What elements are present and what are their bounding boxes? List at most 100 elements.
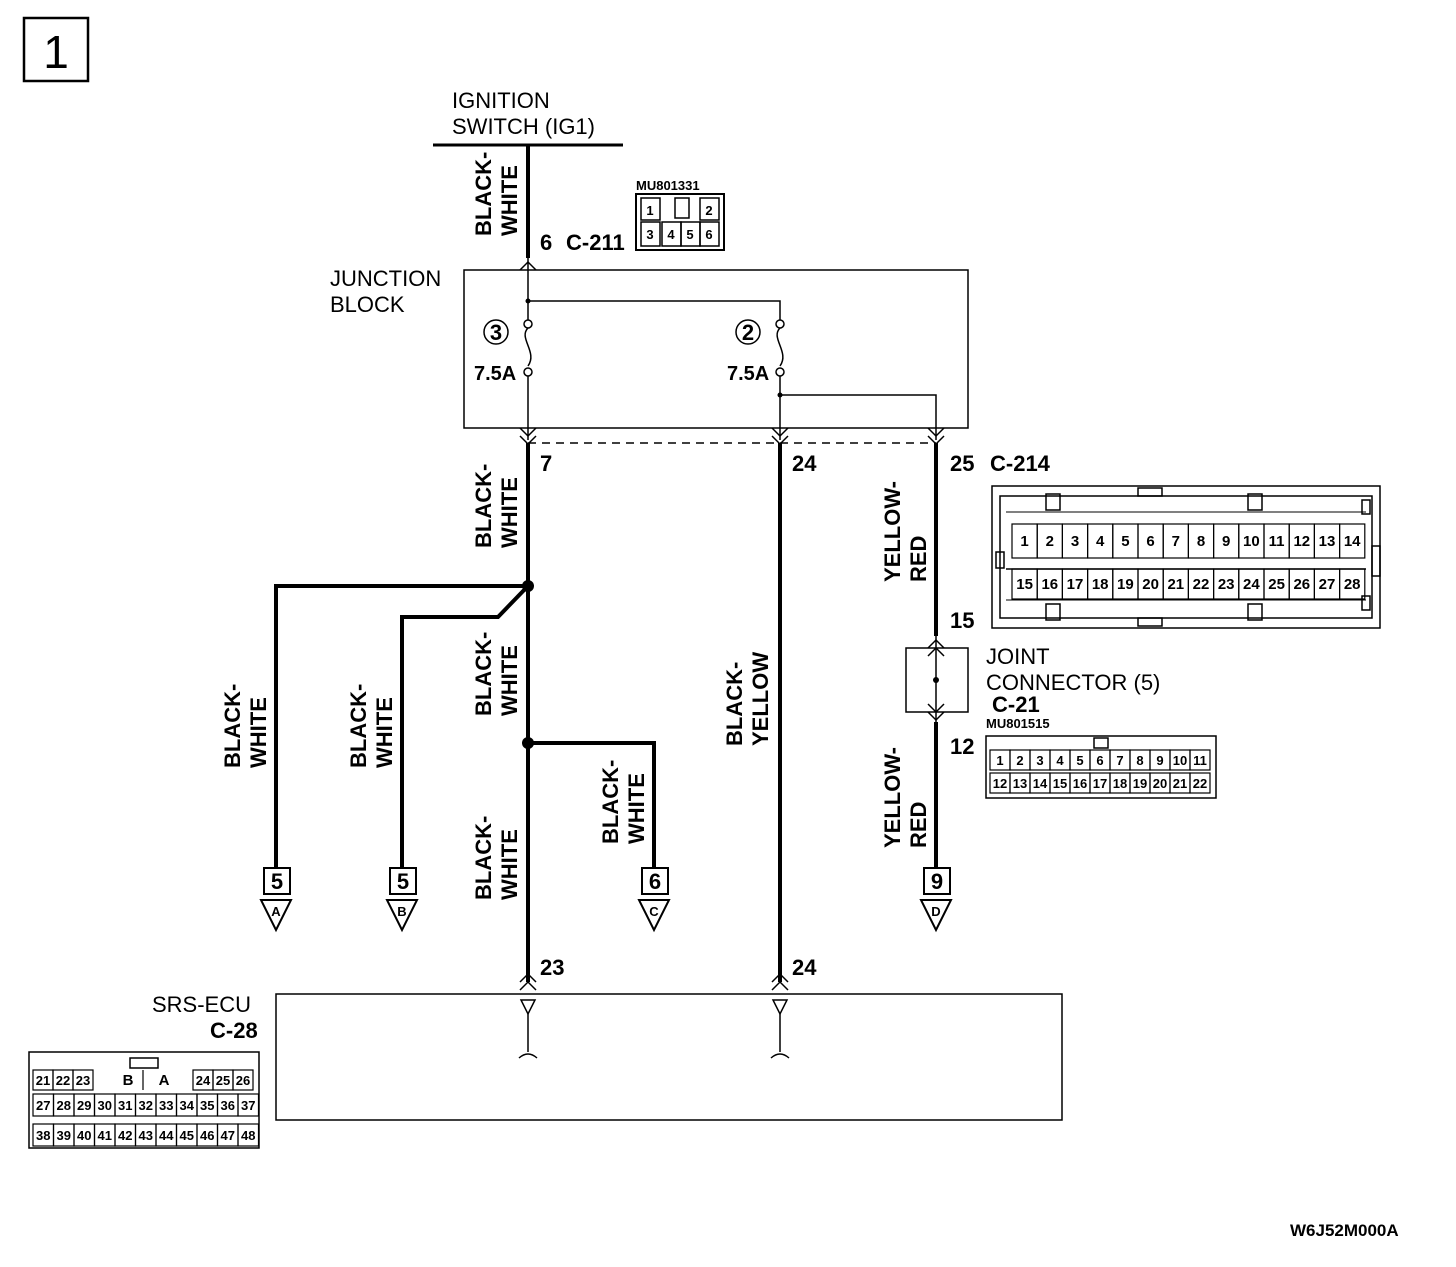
connector-pin-label: 17 [1093, 776, 1107, 791]
joint-pin-out: 12 [950, 734, 974, 759]
jb-bus-line [528, 300, 781, 320]
joint-connector-block [905, 636, 969, 722]
svg-text:BLACK-: BLACK- [346, 684, 371, 768]
ecu-pin-23: 23 [540, 955, 564, 980]
page-marker-box [22, 16, 90, 83]
svg-text:YELLOW: YELLOW [748, 652, 773, 746]
connector-pin-label: 16 [1041, 576, 1058, 593]
svg-text:BLACK-: BLACK- [471, 816, 496, 900]
wire-label-jb7: BLACK- WHITE [471, 464, 522, 548]
svg-text:C: C [649, 904, 659, 919]
connector-pin-label: 21 [1173, 776, 1187, 791]
joint-connector-label-1: JOINT [986, 644, 1050, 669]
svg-text:WHITE: WHITE [246, 697, 271, 768]
svg-text:YELLOW-: YELLOW- [880, 747, 905, 848]
connector-pin-label: 12 [993, 776, 1007, 791]
connector-pin-label: 12 [1293, 533, 1310, 550]
svg-text:1: 1 [646, 203, 653, 218]
wire-label-jb25: YELLOW- RED [880, 481, 931, 582]
svg-text:WHITE: WHITE [372, 697, 397, 768]
connector-cell [1189, 772, 1211, 794]
connector-pin-label: 28 [1344, 576, 1361, 593]
reference-b[interactable]: 5 B [385, 867, 419, 933]
connector-pin-label: B [123, 1072, 134, 1089]
wire-branch-b [400, 584, 530, 868]
connector-pin-label: 33 [159, 1098, 173, 1113]
connector-pin-label: 17 [1067, 576, 1084, 593]
connector-pin-label: 6 [1146, 533, 1154, 550]
reference-d[interactable]: 9 D [919, 867, 953, 933]
connector-pin-label: 21 [1167, 576, 1184, 593]
svg-text:2: 2 [705, 203, 712, 218]
connector-pin-label: 27 [1319, 576, 1336, 593]
connector-pin-label: 6 [1096, 753, 1103, 768]
ecu-internal-terminals [518, 999, 790, 1059]
connector-pin-label: 15 [1016, 576, 1033, 593]
connector-pin-label: 4 [1096, 533, 1105, 550]
svg-text:WHITE: WHITE [497, 829, 522, 900]
svg-text:4: 4 [667, 227, 675, 242]
c211-part-no: MU801331 [636, 178, 700, 193]
wire-branch-c [528, 741, 656, 868]
wire-label-mid: BLACK- WHITE [471, 632, 522, 716]
connector-pin-label: 10 [1243, 533, 1260, 550]
connector-pin-label: 9 [1156, 753, 1163, 768]
svg-text:WHITE: WHITE [497, 165, 522, 236]
wire-label-a: BLACK- WHITE [220, 684, 271, 768]
connector-pin-label: 23 [1218, 576, 1235, 593]
connector-cell [237, 1093, 260, 1117]
connector-pin-label: 1 [996, 753, 1003, 768]
connector-cell [72, 1069, 94, 1091]
connector-pin-label: 5 [1076, 753, 1083, 768]
connector-pin-label: 18 [1092, 576, 1109, 593]
svg-text:WHITE: WHITE [497, 477, 522, 548]
junction-block-label-2: BLOCK [330, 292, 405, 317]
connector-cell [1189, 749, 1211, 771]
connector-pin-label: 40 [77, 1128, 91, 1143]
connector-pin-label: 36 [221, 1098, 235, 1113]
svg-text:RED: RED [906, 802, 931, 848]
connector-pin-label: 3 [1071, 533, 1079, 550]
connector-pin-label: 8 [1197, 533, 1205, 550]
svg-text:RED: RED [906, 536, 931, 582]
connector-pin-label: A [159, 1072, 170, 1089]
connector-pin-label: 11 [1269, 533, 1285, 550]
connector-pin-label: 3 [1036, 753, 1043, 768]
svg-text:5: 5 [686, 227, 693, 242]
connector-cell [1338, 568, 1366, 600]
connector-pin-label: 28 [57, 1098, 71, 1113]
reference-c[interactable]: 6 C [637, 867, 671, 933]
jb-pin-25: 25 [950, 451, 974, 476]
svg-text:WHITE: WHITE [624, 773, 649, 844]
wire-label-jb24: BLACK- YELLOW [722, 652, 773, 746]
connector-pin-label: 13 [1013, 776, 1027, 791]
fuse-2: 2 7.5A [727, 319, 785, 385]
connector-pin-label: 48 [241, 1128, 255, 1143]
c214-connector-id: C-214 [990, 451, 1051, 476]
connector-pin-label: 14 [1033, 776, 1048, 791]
svg-text:BLACK-: BLACK- [471, 464, 496, 548]
svg-text:A: A [271, 904, 281, 919]
svg-text:YELLOW-: YELLOW- [880, 481, 905, 582]
ignition-switch-label-2: SWITCH (IG1) [452, 114, 595, 139]
drawing-code: W6J52M000A [1290, 1221, 1399, 1240]
reference-a[interactable]: 5 A [259, 867, 293, 933]
connector-pin-label: 19 [1117, 576, 1134, 593]
connector-pin-label: 41 [98, 1128, 112, 1143]
connector-pin-label: 27 [36, 1098, 50, 1113]
svg-text:7.5A: 7.5A [474, 363, 516, 385]
connector-pin-label: 19 [1133, 776, 1147, 791]
connector-cell [232, 1069, 254, 1091]
fuse-3: 3 7.5A [474, 319, 533, 385]
connector-pin-label: 20 [1142, 576, 1159, 593]
connector-pin-label: 16 [1073, 776, 1087, 791]
page-marker: 1 [43, 26, 69, 78]
connector-pin-label: 43 [139, 1128, 153, 1143]
c211-pin: 6 [540, 230, 552, 255]
connector-pin-label: 24 [1243, 576, 1260, 593]
svg-text:5: 5 [397, 869, 409, 894]
connector-pin-label: 34 [180, 1098, 195, 1113]
